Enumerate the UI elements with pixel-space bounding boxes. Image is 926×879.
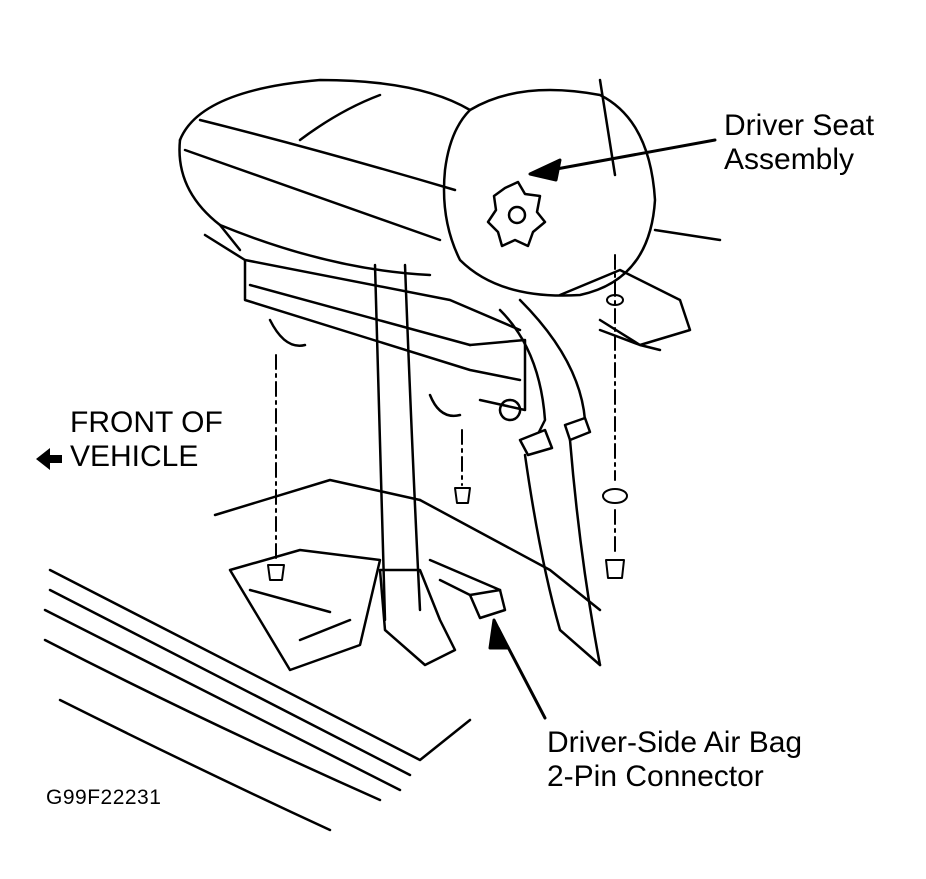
label-line: Driver-Side Air Bag bbox=[547, 726, 803, 759]
seat-track bbox=[203, 233, 692, 422]
seat-callout-line bbox=[538, 138, 717, 174]
seat-belt bbox=[373, 263, 457, 667]
wiring-harness bbox=[428, 298, 602, 667]
figure-id: G99F22231 bbox=[46, 786, 162, 809]
label-line: Driver Seat bbox=[724, 109, 875, 142]
mounting-bolts bbox=[267, 254, 628, 581]
front-of-vehicle-label: FRONT OF VEHICLE bbox=[70, 406, 223, 474]
air-bag-connector-label: Driver-Side Air Bag 2-Pin Connector bbox=[547, 726, 802, 794]
seat-back bbox=[442, 78, 722, 297]
arrow-left-icon bbox=[36, 448, 62, 470]
label-line: VEHICLE bbox=[70, 440, 199, 473]
connector-callout-arrowhead bbox=[488, 618, 510, 650]
label-line: FRONT OF bbox=[70, 406, 223, 439]
seat-callout-arrowhead bbox=[528, 158, 562, 182]
floor-plate bbox=[213, 478, 602, 672]
label-line: 2-Pin Connector bbox=[547, 760, 764, 793]
door-sill bbox=[43, 568, 472, 832]
callout-arrows bbox=[488, 138, 717, 720]
recliner-knob bbox=[486, 180, 547, 248]
driver-seat-assembly-label: Driver Seat Assembly bbox=[724, 109, 874, 177]
label-line: Assembly bbox=[724, 143, 855, 176]
